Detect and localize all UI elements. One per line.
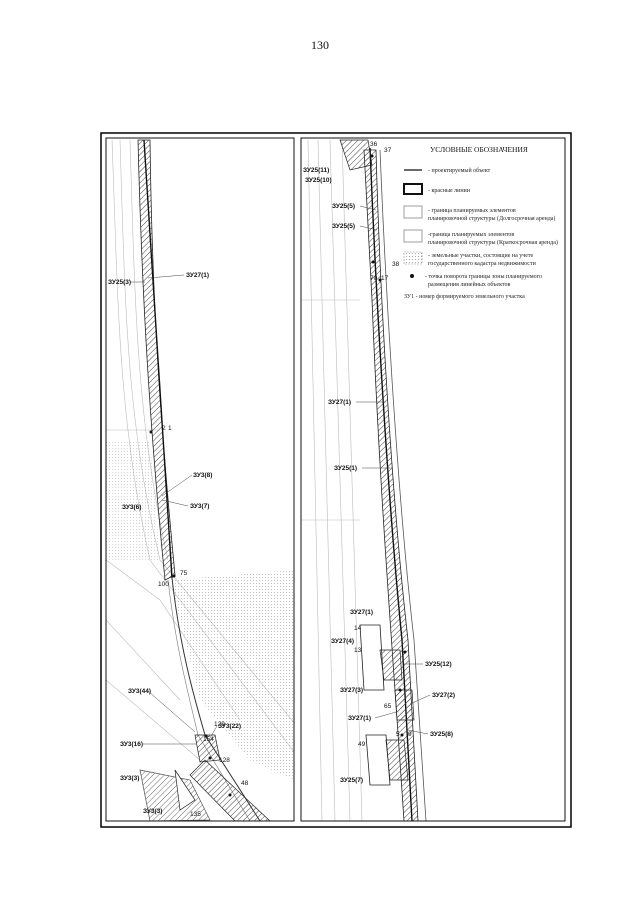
legend-item: -граница планируемых элементов [428,232,514,238]
legend-item-cont: государственного кадастра недвижимости [428,261,537,267]
legend-item-cont: планировочной структуры (Краткосрочная а… [428,239,558,246]
point-label: 135 [190,811,201,818]
zu-label: ЗУ25(5) [332,223,355,230]
point-label: 128 [219,757,230,764]
zu-label: ЗУ3(6) [122,504,141,511]
point-label: 2 [162,425,166,432]
point-label: 37 [384,147,392,154]
point-label: 13 [354,647,362,654]
zu-label: ЗУ3(22) [218,723,241,730]
zu-label: ЗУ3(16) [120,741,143,748]
zu-label: ЗУ3(8) [193,472,212,479]
zu-label: ЗУ3(7) [190,503,209,510]
zu-label: ЗУ25(3) [108,279,131,286]
zu-label: ЗУ3(3) [120,775,139,782]
zu-label: ЗУ27(1) [348,715,371,722]
zu-label: ЗУ27(1) [350,609,373,616]
legend-item: - граница планируемых элементов [428,208,516,214]
zu-label: ЗУ25(1) [334,465,357,472]
point-label: 65 [384,703,392,710]
zu-label: ЗУ27(1) [186,272,209,279]
point-label: 5 [396,731,400,738]
zu-label: ЗУ25(5) [332,203,355,210]
point-label: 1 [168,425,172,432]
left-panel-frame [105,137,295,822]
zu-label: ЗУ25(11) [303,167,329,174]
zu-label: ЗУ27(1) [328,399,351,406]
left-map-panel [106,138,294,821]
zu-label: ЗУ25(8) [430,731,453,738]
point-label: 48 [241,780,249,787]
zu-label: ЗУ27(3) [340,687,363,694]
point-label: 9 [408,731,412,738]
point-label: 49 [358,741,366,748]
point-label: 38 [392,261,400,268]
zu-label: ЗУ3(44) [128,688,151,695]
zu-label: ЗУ27(2) [432,692,455,699]
zu-label: ЗУ25(10) [305,177,332,184]
point-label: 14 [354,625,362,632]
point-label: 75 [180,570,188,577]
point-label: 100 [158,581,169,588]
point-label: 36 [370,141,378,148]
legend-item: - земельные участки, состоящие на учете [428,253,534,259]
zu-label: ЗУ25(7) [340,777,363,784]
legend: УСЛОВНЫЕ ОБОЗНАЧЕНИЯ - проектируемый объ… [398,140,563,300]
right-panel-frame [300,137,566,822]
point-label: 154 [203,736,214,743]
zu-label: ЗУ25(12) [425,661,452,668]
sheet-frame [100,132,572,828]
point-label: 70 [370,275,378,282]
legend-item-cont: планировочной структуры (Долгосрочная ар… [428,215,555,222]
legend-zu-note: ЗУ1 - номер формируемого земельного учас… [404,293,525,300]
legend-item: - красные линии [428,188,471,194]
legend-item: - точка поворота границы зоны планируемо… [425,274,542,280]
page-number: 130 [311,38,329,52]
point-label: 129 [214,721,225,728]
legend-title: УСЛОВНЫЕ ОБОЗНАЧЕНИЯ [430,145,528,154]
legend-item: - проектируемый объект [428,167,491,174]
zu-label: ЗУ27(4) [331,638,354,645]
legend-item-cont: размещения линейных объектов [428,281,510,288]
point-label: 17 [381,275,389,282]
zu-label: ЗУ3(3) [143,808,162,815]
